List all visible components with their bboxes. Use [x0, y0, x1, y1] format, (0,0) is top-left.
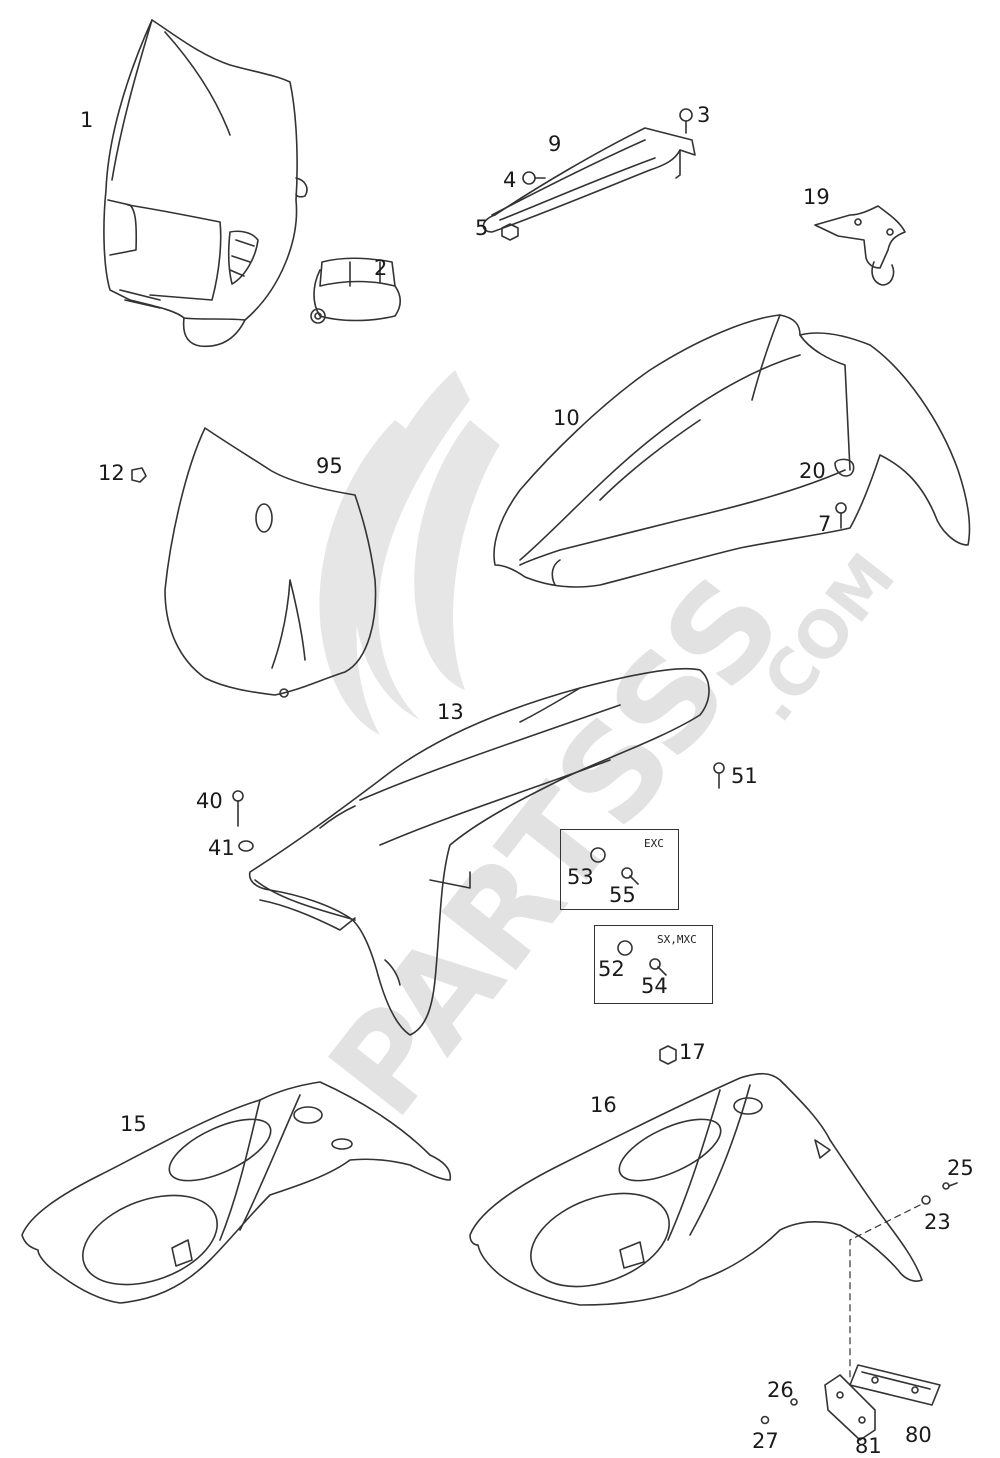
variant-box-sx-mxc-caption: SX,MXC — [657, 933, 697, 946]
part-95-number-plate — [164, 427, 377, 698]
part-51-screw — [713, 762, 725, 789]
part-label-7: 7 — [818, 512, 832, 536]
part-label-40: 40 — [196, 789, 223, 813]
part-label-52: 52 — [598, 957, 625, 981]
part-label-3: 3 — [697, 103, 711, 127]
part-53-grommet — [590, 847, 606, 863]
part-label-15: 15 — [120, 1112, 147, 1136]
part-label-20: 20 — [799, 459, 826, 483]
part-label-23: 23 — [924, 1210, 951, 1234]
part-label-95: 95 — [316, 454, 343, 478]
part-label-13: 13 — [437, 700, 464, 724]
part-27-nut — [760, 1415, 770, 1425]
part-label-53: 53 — [567, 865, 594, 889]
part-17-nut — [659, 1045, 677, 1065]
part-9-fender-bracket — [482, 127, 696, 233]
variant-box-exc-caption: EXC — [644, 837, 664, 850]
part-19-bracket — [814, 205, 906, 286]
part-7-screw — [835, 502, 847, 529]
part-81-mounting-plate — [824, 1374, 876, 1441]
part-label-12: 12 — [98, 461, 125, 485]
part-label-55: 55 — [609, 883, 636, 907]
part-20-nut — [834, 458, 855, 477]
part-25-screw — [942, 1182, 958, 1190]
part-label-2: 2 — [374, 256, 388, 280]
part-label-4: 4 — [503, 168, 517, 192]
part-label-27: 27 — [752, 1429, 779, 1453]
part-1-headlight-mask — [103, 19, 308, 348]
assembly-guideline — [849, 1204, 921, 1381]
part-label-81: 81 — [855, 1434, 882, 1458]
part-label-10: 10 — [553, 406, 580, 430]
part-label-16: 16 — [590, 1093, 617, 1117]
part-52-grommet — [617, 940, 633, 956]
part-label-17: 17 — [679, 1040, 706, 1064]
part-label-25: 25 — [947, 1156, 974, 1180]
part-label-9: 9 — [548, 132, 562, 156]
part-label-54: 54 — [641, 974, 668, 998]
part-3-screw — [679, 108, 693, 134]
part-10-front-fender — [493, 314, 971, 588]
part-label-5: 5 — [475, 216, 489, 240]
part-label-41: 41 — [208, 836, 235, 860]
part-15-spoiler — [21, 1081, 452, 1304]
part-55-screw — [621, 867, 639, 885]
variant-box-exc — [560, 829, 679, 910]
part-12-screw — [131, 467, 147, 483]
part-label-80: 80 — [905, 1423, 932, 1447]
part-41-washer — [238, 840, 254, 852]
part-40-screw — [232, 790, 244, 827]
part-2-headlight-clamp — [310, 257, 402, 324]
part-26-washer — [790, 1398, 798, 1406]
variant-box-sx-mxc — [594, 925, 713, 1004]
part-4-screw — [522, 171, 546, 185]
part-13-rear-fender — [248, 667, 710, 1036]
part-5-nut — [501, 223, 519, 241]
part-label-19: 19 — [803, 185, 830, 209]
part-80-reflector — [849, 1364, 941, 1406]
part-23-washer — [921, 1195, 931, 1205]
part-label-1: 1 — [80, 108, 94, 132]
part-label-51: 51 — [731, 764, 758, 788]
part-16-spoiler — [469, 1072, 923, 1306]
part-label-26: 26 — [767, 1378, 794, 1402]
part-54-screw — [649, 958, 667, 976]
